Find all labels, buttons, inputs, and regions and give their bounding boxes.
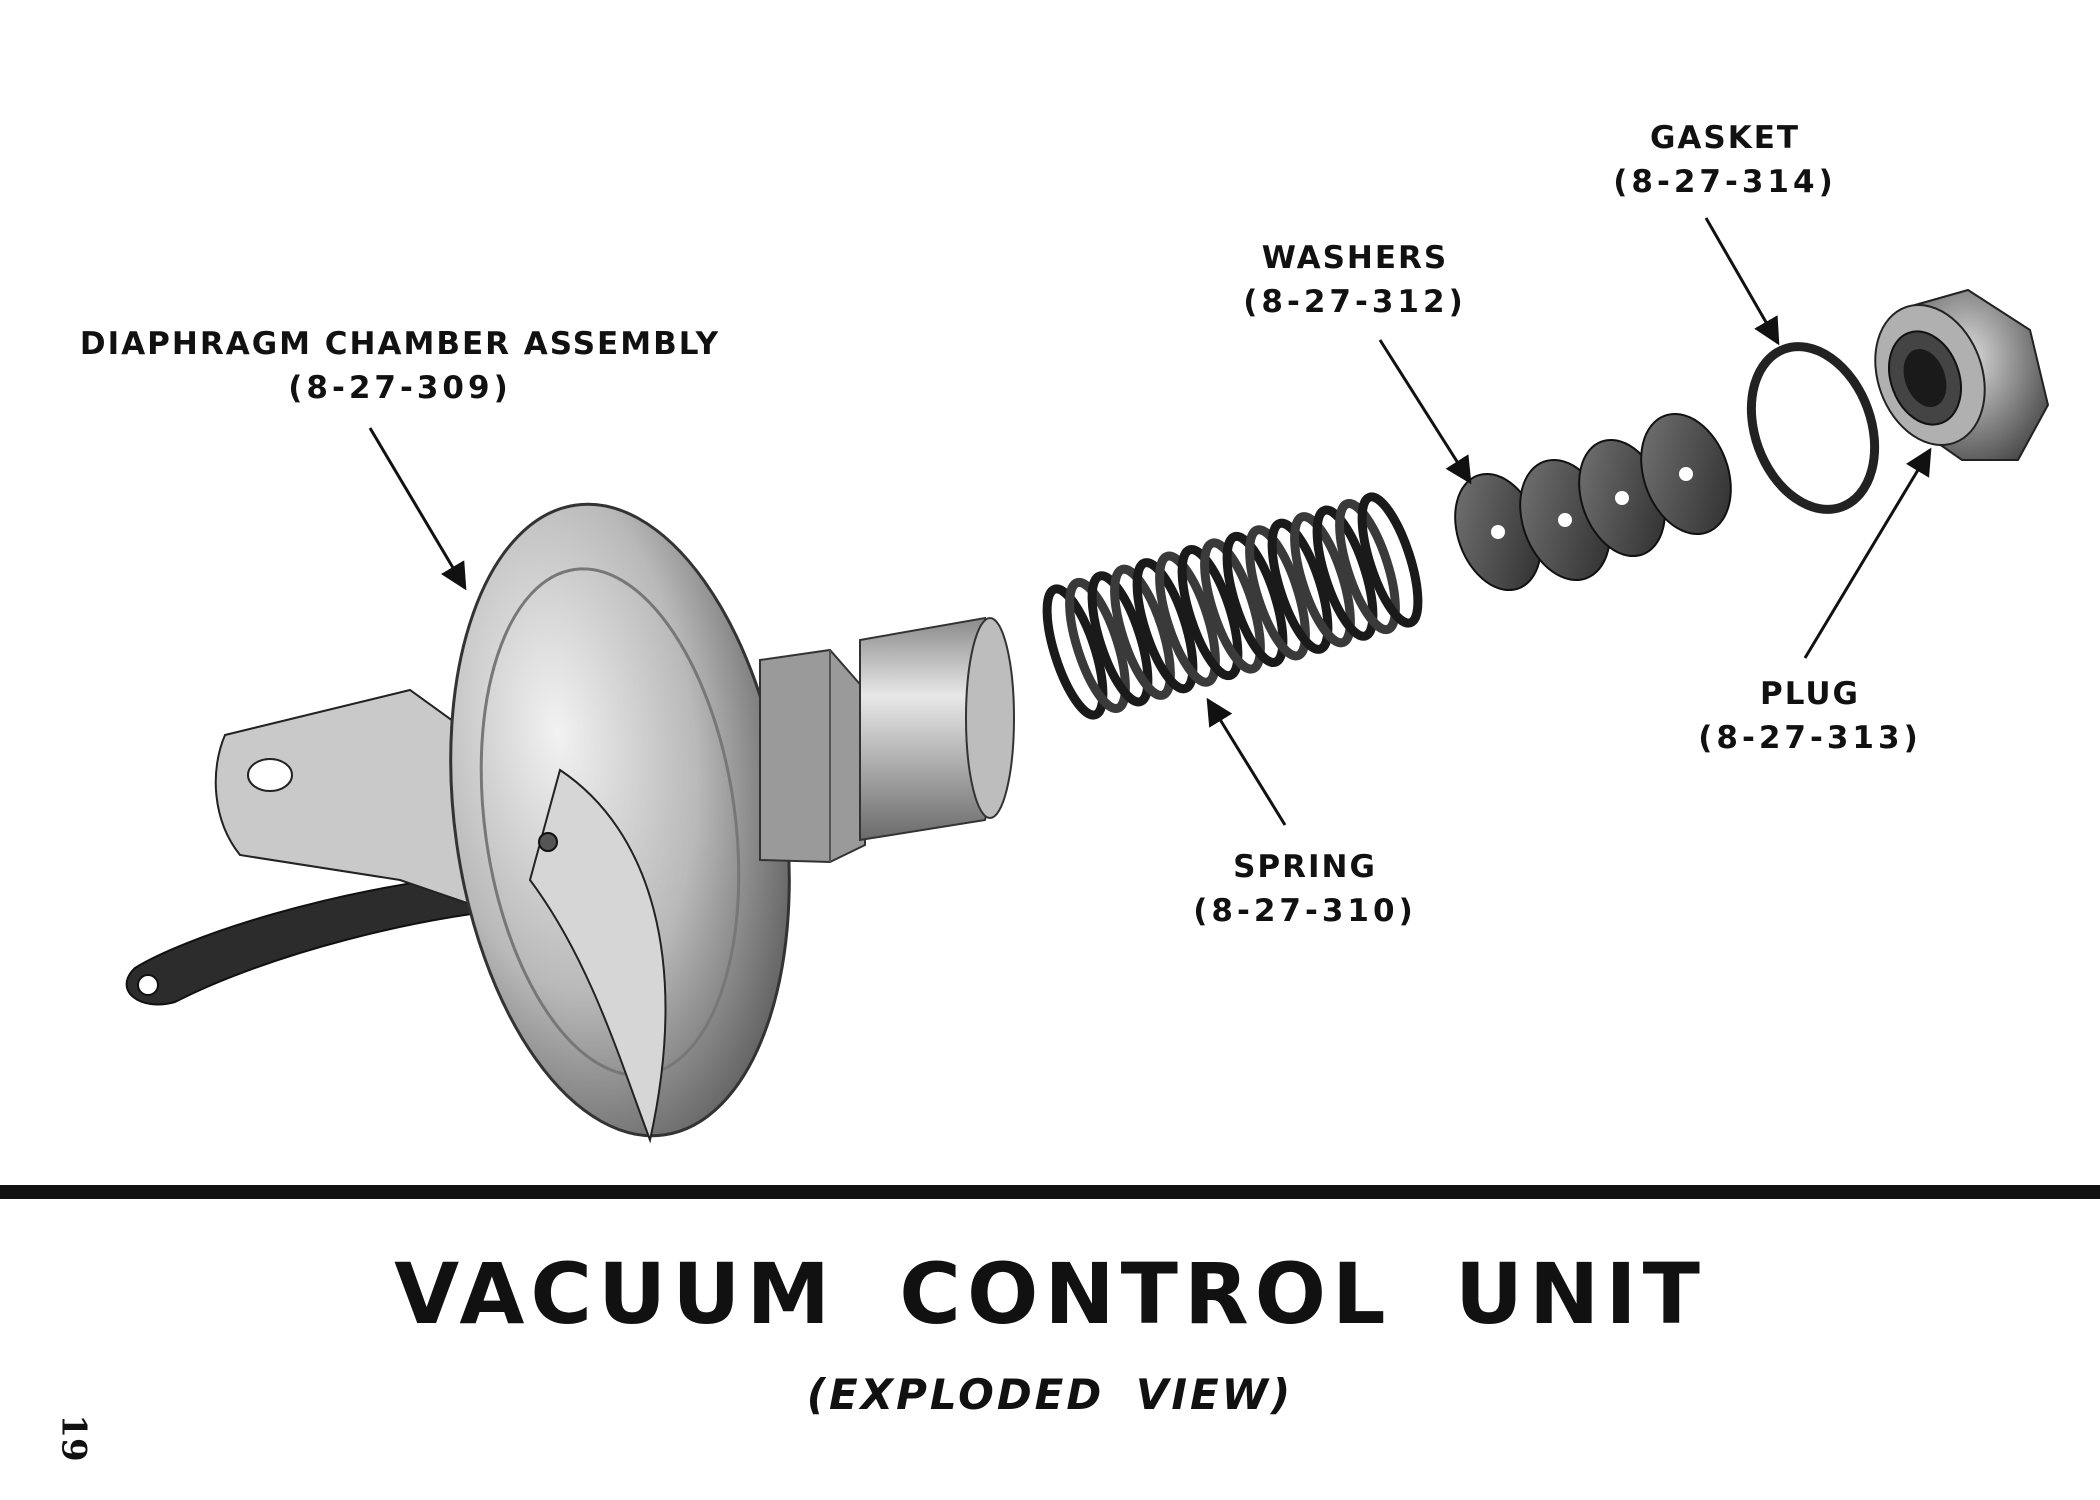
washers-callout: WASHERS (8-27-312): [1225, 236, 1485, 324]
washers-set: [1454, 412, 1732, 592]
page-title: VACUUM CONTROL UNIT: [394, 1245, 1706, 1343]
spring-turn: [1335, 498, 1400, 635]
diaphragm-chamber-assembly: [125, 502, 1015, 1144]
gasket-leader-line: [1704, 217, 1780, 346]
spring-leader-line: [1206, 697, 1287, 826]
spring-turn: [1357, 492, 1423, 628]
leader-lines: [368, 217, 1932, 826]
spring-turn: [1155, 551, 1220, 687]
spring-turn: [1312, 505, 1378, 641]
gasket-label: GASKET: [1649, 120, 1801, 156]
section-divider: [0, 1185, 2100, 1199]
spring-turn: [1132, 558, 1198, 694]
plug-callout: PLUG (8-27-313): [1685, 672, 1935, 760]
diaphragm-label: DIAPHRAGM CHAMBER ASSEMBLY: [79, 326, 721, 362]
spring-turn: [1267, 518, 1333, 654]
spring-turn: [1042, 584, 1108, 720]
plug-leader-line: [1803, 447, 1932, 659]
page-number: 19: [53, 1414, 94, 1462]
spring-turn: [1245, 525, 1310, 661]
washer: [1640, 412, 1732, 536]
spring-turn: [1290, 512, 1355, 648]
diaphragm-part-number: (8-27-309): [288, 370, 512, 406]
gasket-part-number: (8-27-314): [1613, 164, 1837, 200]
spring-turn: [1065, 577, 1130, 714]
spring-turn: [1110, 564, 1175, 700]
plug-fitting: [1874, 288, 2050, 461]
washers-label: WASHERS: [1261, 240, 1449, 276]
plug-label: PLUG: [1760, 676, 1860, 712]
spring-coil: [1042, 492, 1423, 720]
spring-callout: SPRING (8-27-310): [1175, 845, 1435, 933]
spring-part-number: (8-27-310): [1193, 893, 1417, 929]
diaphragm-callout: DIAPHRAGM CHAMBER ASSEMBLY (8-27-309): [60, 322, 740, 410]
spring-turn: [1200, 538, 1265, 674]
spring-turn: [1177, 544, 1243, 681]
spring-turn: [1087, 571, 1153, 707]
spring-label: SPRING: [1233, 849, 1377, 885]
gasket-callout: GASKET (8-27-314): [1600, 116, 1850, 204]
washers-leader-line: [1378, 339, 1472, 485]
plug-part-number: (8-27-313): [1698, 720, 1922, 756]
page-subtitle: (EXPLODED VIEW): [806, 1370, 1294, 1419]
washers-part-number: (8-27-312): [1243, 284, 1467, 320]
spring-turn: [1222, 531, 1288, 668]
gasket-ring: [1746, 342, 1880, 514]
diaphragm-leader-line: [368, 427, 467, 591]
